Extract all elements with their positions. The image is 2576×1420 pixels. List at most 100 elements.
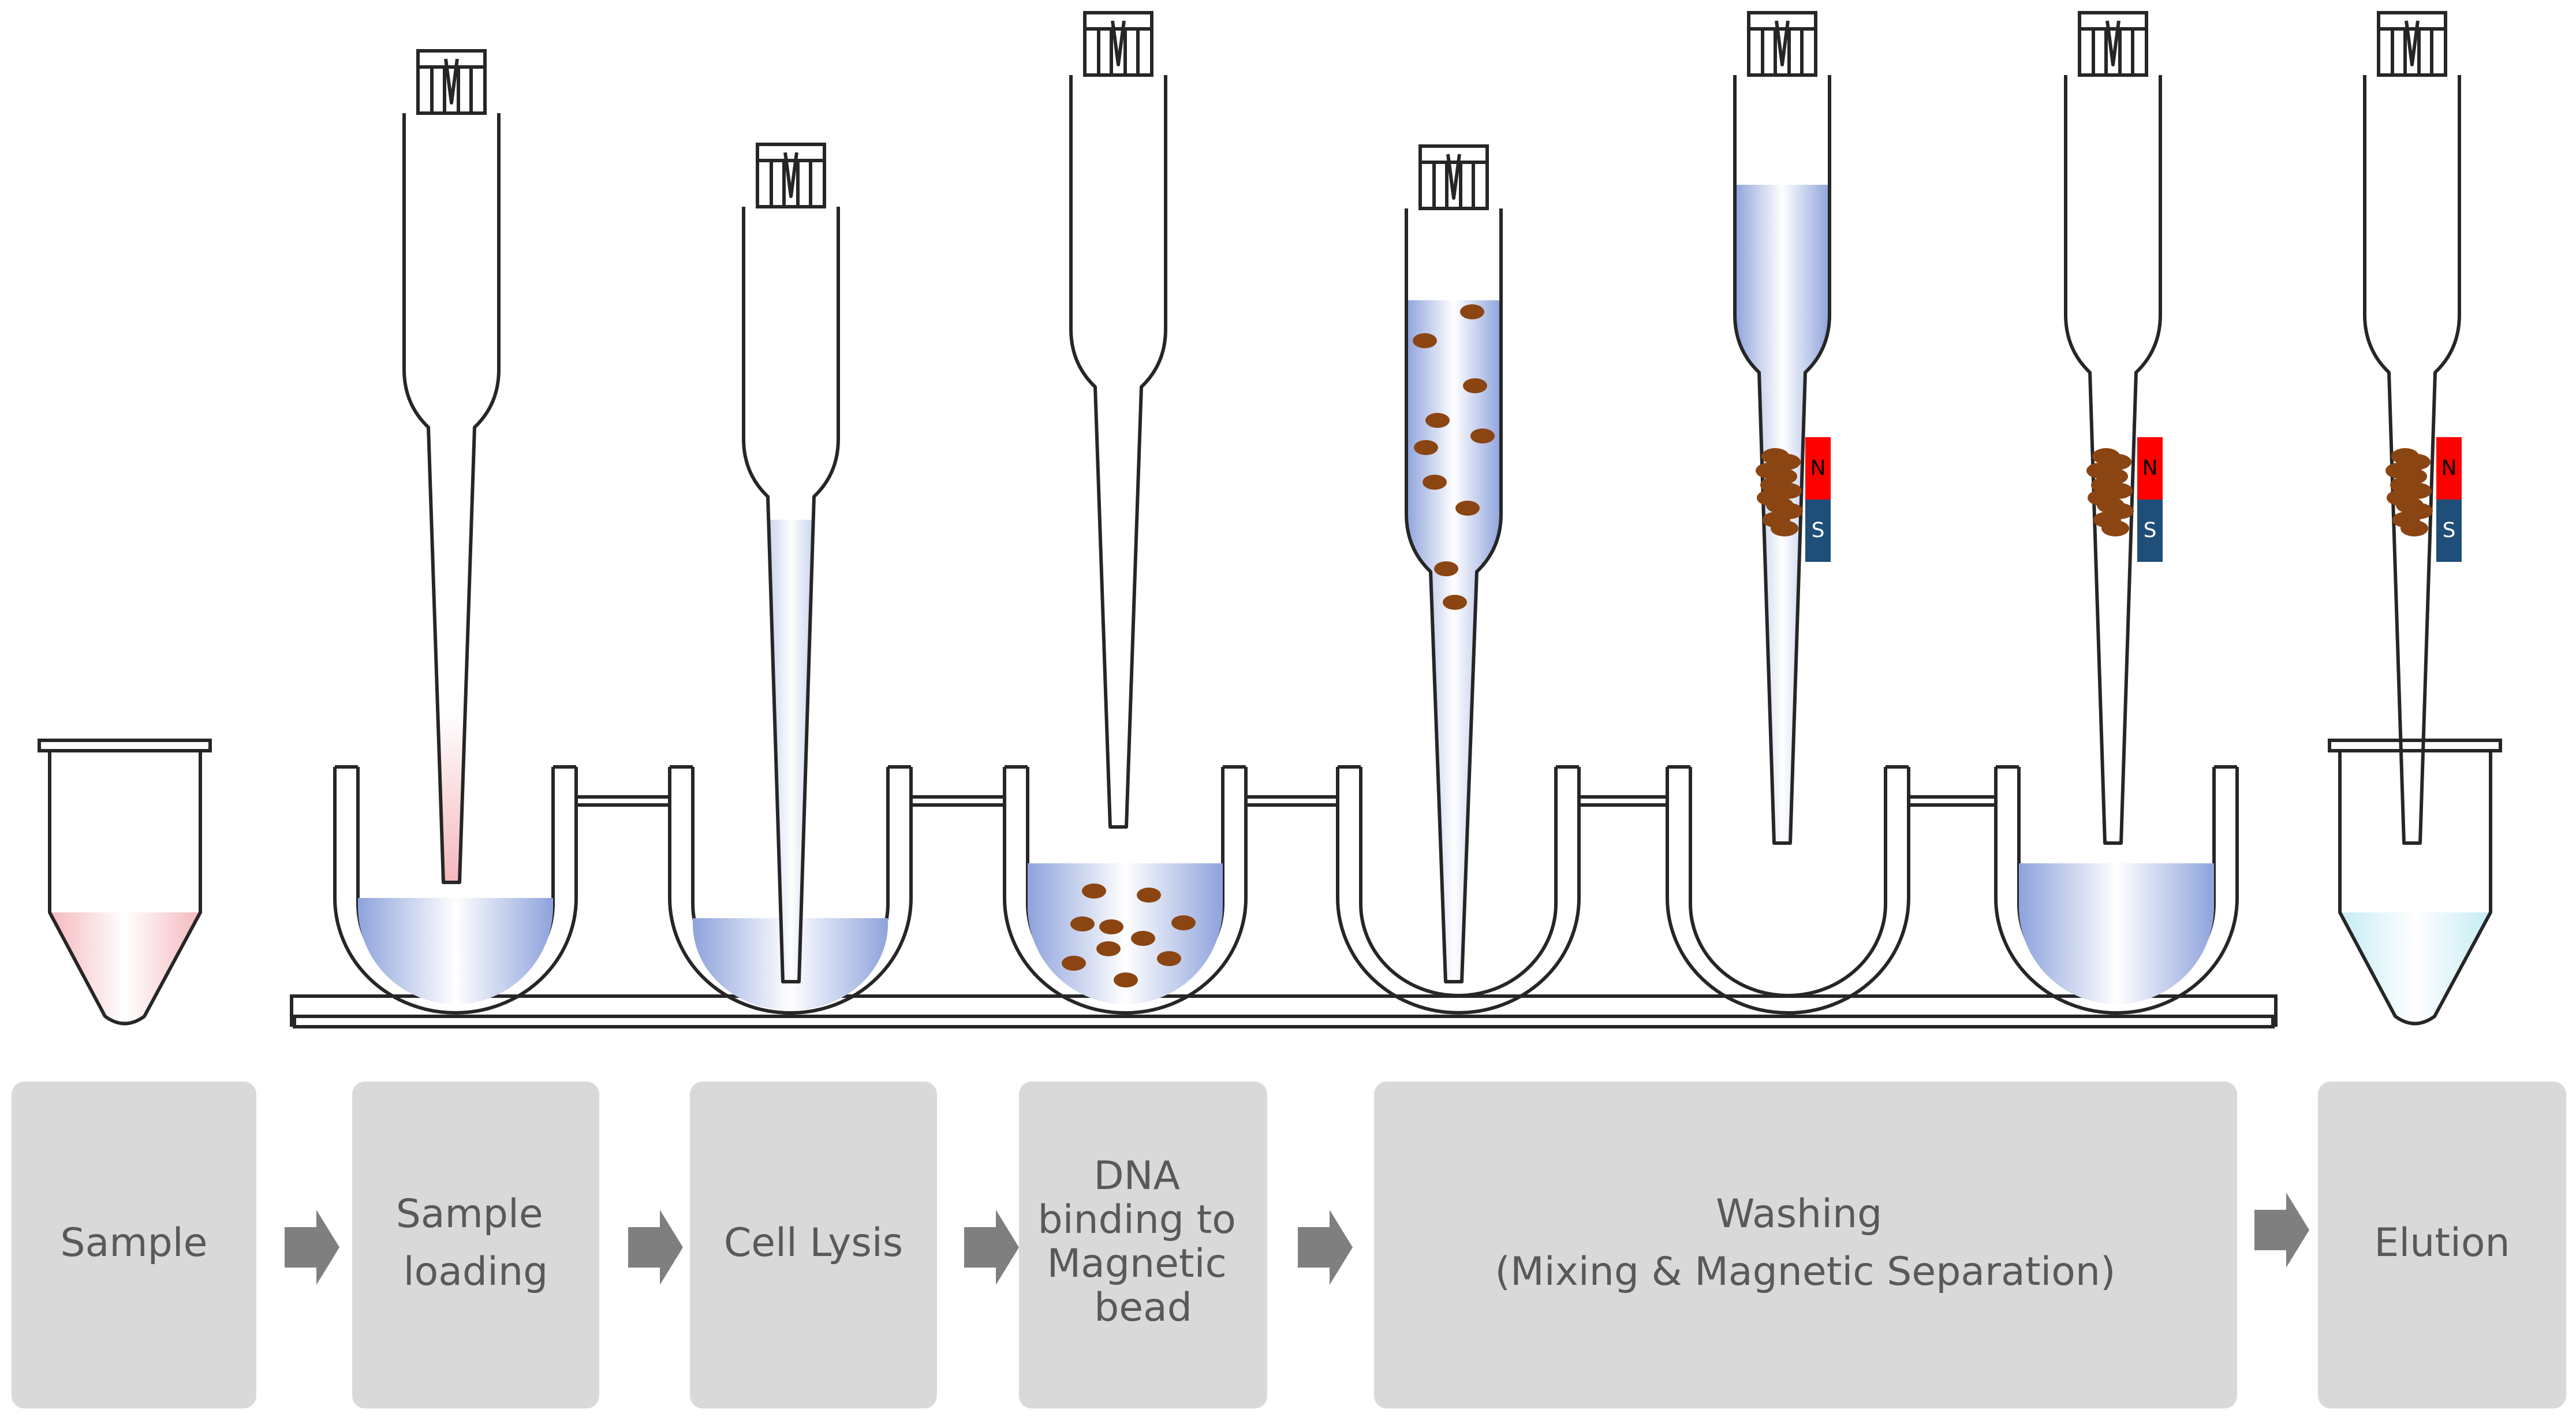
magnet-icon: NS <box>1805 437 1831 562</box>
tip-cap-notch <box>1775 20 1790 66</box>
magnetic-bead <box>1443 595 1467 610</box>
bead-cluster <box>2086 448 2134 536</box>
well-outer-wall <box>1003 767 1248 1015</box>
well-1-buffer <box>358 898 553 1004</box>
well-6-elution-buffer <box>2019 863 2214 1004</box>
tip-cap-notch <box>444 58 459 105</box>
arrow-right-icon <box>628 1210 683 1285</box>
magnet-south-label: S <box>2144 519 2157 542</box>
well-outer-wall <box>668 767 913 1015</box>
pipette-tip-2 <box>742 143 840 983</box>
magnet-north-pole <box>1805 437 1831 500</box>
pipette-tip-7 <box>2363 11 2461 845</box>
tip-body <box>402 113 501 884</box>
magnetic-bead <box>2400 520 2428 536</box>
step-boxes: Sample Sample loading Cell Lysis DNA bin… <box>12 1082 2566 1408</box>
sample-tube-body <box>48 751 202 1026</box>
magnet-south-pole <box>2137 500 2163 562</box>
magnet-north-label: N <box>1810 456 1826 480</box>
tip-cap-band <box>2078 11 2148 31</box>
magnetic-bead <box>1131 931 1155 946</box>
step-box-elution <box>2318 1082 2566 1408</box>
tip-cap-notch <box>1446 154 1461 200</box>
magnet-icon: NS <box>2137 437 2163 562</box>
tip-cap-band <box>416 49 487 69</box>
step-box-washing <box>1374 1082 2237 1408</box>
tip-body <box>1069 75 1167 829</box>
magnetic-bead <box>1070 916 1095 931</box>
step-box-sample-loading <box>352 1082 599 1408</box>
tip-cap-band <box>1083 11 1153 31</box>
well-connector <box>574 795 671 807</box>
well-inner-wall <box>1359 767 1558 997</box>
magnet-north-pole <box>2436 437 2462 500</box>
well-inner-wall <box>1689 767 1887 997</box>
well-outer-wall <box>333 767 578 1015</box>
magnet-south-label: S <box>1812 519 1825 542</box>
step-label-cell-lysis: Cell Lysis <box>724 1220 903 1266</box>
well-connector <box>1907 795 1998 807</box>
step-label-sample: Sample <box>61 1220 208 1266</box>
tip-cap-band <box>2377 11 2447 31</box>
step-label-washing: Washing (Mixing & Magnetic Separation) <box>1495 1191 2116 1295</box>
well-connector <box>1577 795 1669 807</box>
magnetic-bead <box>1423 475 1447 490</box>
arrow-right-icon <box>1298 1210 1353 1285</box>
magnetic-bead <box>1460 304 1484 319</box>
pipette-tip-6 <box>2064 11 2162 845</box>
magnetic-bead <box>1413 333 1437 348</box>
sample-tube-liquid <box>50 912 200 1024</box>
magnetic-bead <box>1137 888 1161 903</box>
well-connector <box>1244 795 1339 807</box>
magnetic-bead <box>1455 501 1480 516</box>
magnetic-bead <box>1096 941 1121 956</box>
magnet-south-pole <box>1805 500 1831 562</box>
pipette-tip-3 <box>1069 11 1167 829</box>
magnet-icon: NS <box>2436 437 2462 562</box>
tip-cap-notch <box>1111 20 1126 66</box>
magnetic-bead <box>1099 919 1123 934</box>
tip-cap-notch <box>2105 20 2120 66</box>
step-box-sample <box>12 1082 256 1408</box>
well-outer-wall <box>1994 767 2239 1015</box>
elution-tube-body <box>2338 751 2492 1026</box>
magnetic-bead <box>1114 972 1138 987</box>
magnetic-bead <box>1425 413 1450 428</box>
tip-body <box>2064 75 2162 845</box>
step-label-sample-loading: Sample loading <box>396 1191 556 1295</box>
bead-cluster <box>1756 448 1803 536</box>
magnetic-bead <box>1434 561 1458 576</box>
tip-body <box>742 207 840 983</box>
rack-base-foot <box>293 1015 2275 1028</box>
tip-liquid <box>404 710 499 882</box>
magnet-group-3: NS <box>2385 437 2462 562</box>
magnetic-bead <box>1414 440 1438 455</box>
magnetic-bead <box>1062 956 1086 971</box>
magnetic-bead <box>1157 951 1181 966</box>
arrow-right-icon <box>2254 1192 2309 1268</box>
tip-cap-band <box>1747 11 1817 31</box>
tip-body <box>1733 75 1831 845</box>
tip-cap-notch <box>783 152 798 198</box>
magnetic-bead <box>1171 915 1196 930</box>
pipette-tip-5 <box>1733 11 1831 845</box>
magnet-group-2: NS <box>2086 437 2163 562</box>
magnet-south-pole <box>2436 500 2462 562</box>
arrow-right-icon <box>964 1210 1019 1285</box>
tip-body <box>1405 208 1503 983</box>
well-outer-wall <box>1336 767 1581 1015</box>
bead-cluster <box>2385 448 2433 536</box>
step-label-elution: Elution <box>2374 1220 2510 1266</box>
sample-tube-rim <box>38 739 212 752</box>
tip-cap-band <box>756 143 826 162</box>
arrow-right-icon <box>285 1210 339 1285</box>
tip-cap-band <box>1418 144 1489 164</box>
well-3-beads <box>1062 884 1196 987</box>
magnetic-bead <box>2101 520 2129 536</box>
magnet-south-label: S <box>2443 519 2456 542</box>
magnet-north-label: N <box>2441 456 2457 480</box>
sample-tube <box>38 739 212 1026</box>
step-box-dna-binding <box>1019 1082 1267 1408</box>
